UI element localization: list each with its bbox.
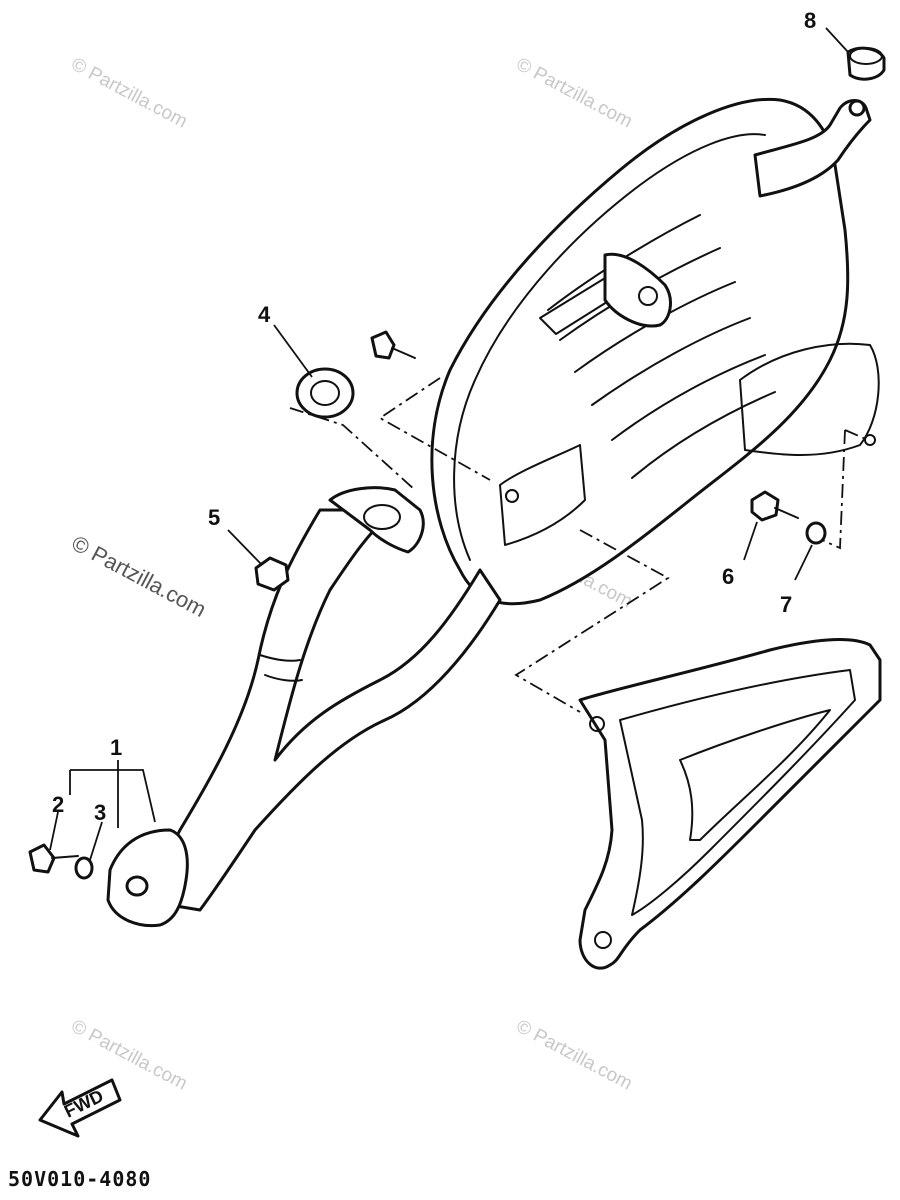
callout-6: 6	[722, 564, 734, 589]
muffler-bracket	[578, 638, 882, 970]
drawing-code: 50V010-4080	[8, 1167, 151, 1191]
watermark-3: © Partzilla.com	[68, 530, 211, 622]
leader-lines	[49, 27, 849, 861]
watermark-2: © Partzilla.com	[513, 54, 636, 133]
muffler	[430, 97, 880, 606]
bolt-upper	[370, 330, 396, 360]
washer-3	[74, 856, 94, 880]
callout-3: 3	[94, 800, 106, 825]
bolt-6	[750, 490, 780, 522]
washer-7	[805, 521, 827, 545]
watermark-5: © Partzilla.com	[68, 1016, 191, 1095]
fasteners	[28, 46, 886, 880]
watermark-1: © Partzilla.com	[68, 54, 191, 133]
exhaust-pipe	[106, 486, 502, 928]
gasket-4	[295, 367, 355, 419]
assembly-lines	[289, 377, 869, 713]
callout-4: 4	[258, 302, 271, 327]
callout-1: 1	[110, 735, 122, 760]
nut-5	[254, 556, 290, 592]
callouts: 1 2 3 4 5 6 7 8	[52, 8, 816, 825]
callout-5: 5	[208, 505, 220, 530]
callout-7: 7	[780, 592, 792, 617]
fwd-arrow: FWD	[38, 1078, 122, 1138]
watermark-6: © Partzilla.com	[513, 1016, 636, 1095]
callout-8: 8	[804, 8, 816, 33]
bolt-2-head	[28, 843, 56, 874]
callout-2: 2	[52, 792, 64, 817]
